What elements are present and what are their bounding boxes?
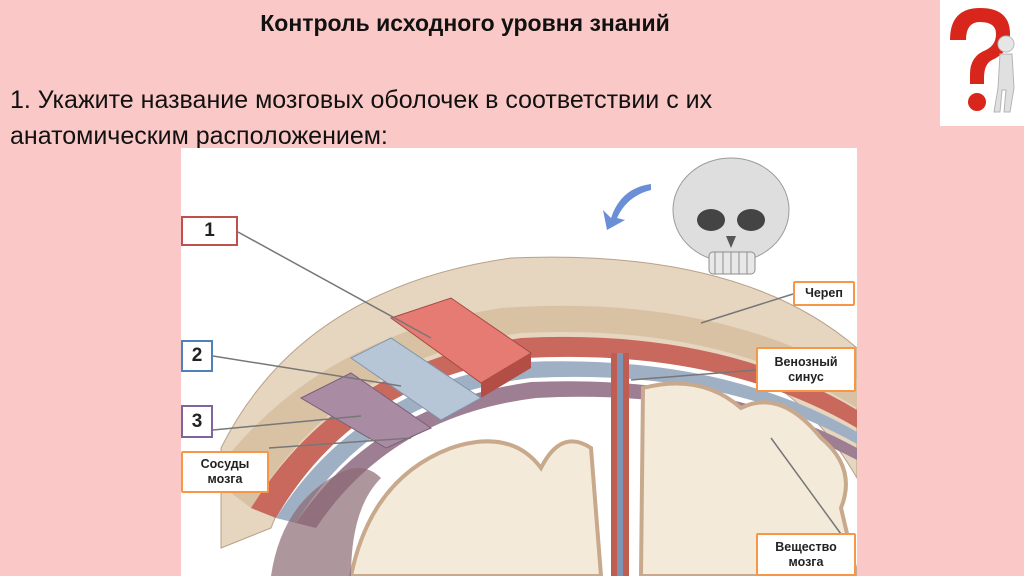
label-brain-vessels-line2: мозга bbox=[207, 472, 243, 486]
label-brain-matter-line2: мозга bbox=[788, 554, 824, 569]
label-brain-vessels: Сосуды мозга bbox=[181, 451, 269, 493]
label-skull-text: Череп bbox=[805, 286, 843, 300]
question-line-2: анатомическим расположением: bbox=[10, 122, 388, 150]
label-skull: Череп bbox=[793, 281, 855, 306]
direction-arrow-icon bbox=[603, 184, 651, 230]
label-brain-matter: Вещество мозга bbox=[756, 533, 856, 576]
question-line-1: 1. Укажите название мозговых оболочек в … bbox=[10, 86, 713, 114]
label-venous-sinus: Венозный синус bbox=[756, 347, 856, 392]
label-venous-sinus-line1: Венозный bbox=[774, 354, 838, 369]
skull-icon bbox=[672, 157, 790, 275]
meninges-diagram bbox=[181, 148, 857, 576]
marker-3: 3 bbox=[181, 405, 213, 438]
slide-title: Контроль исходного уровня знаний bbox=[260, 10, 670, 36]
question-mark-figure-icon bbox=[940, 0, 1024, 126]
label-brain-matter-line1: Вещество bbox=[775, 539, 837, 554]
marker-2: 2 bbox=[181, 340, 213, 372]
label-brain-vessels-line1: Сосуды bbox=[200, 457, 250, 471]
question-text: 1. Укажите название мозговых оболочек в … bbox=[10, 82, 910, 154]
label-venous-sinus-line2: синус bbox=[788, 369, 824, 384]
marker-1: 1 bbox=[181, 216, 238, 246]
